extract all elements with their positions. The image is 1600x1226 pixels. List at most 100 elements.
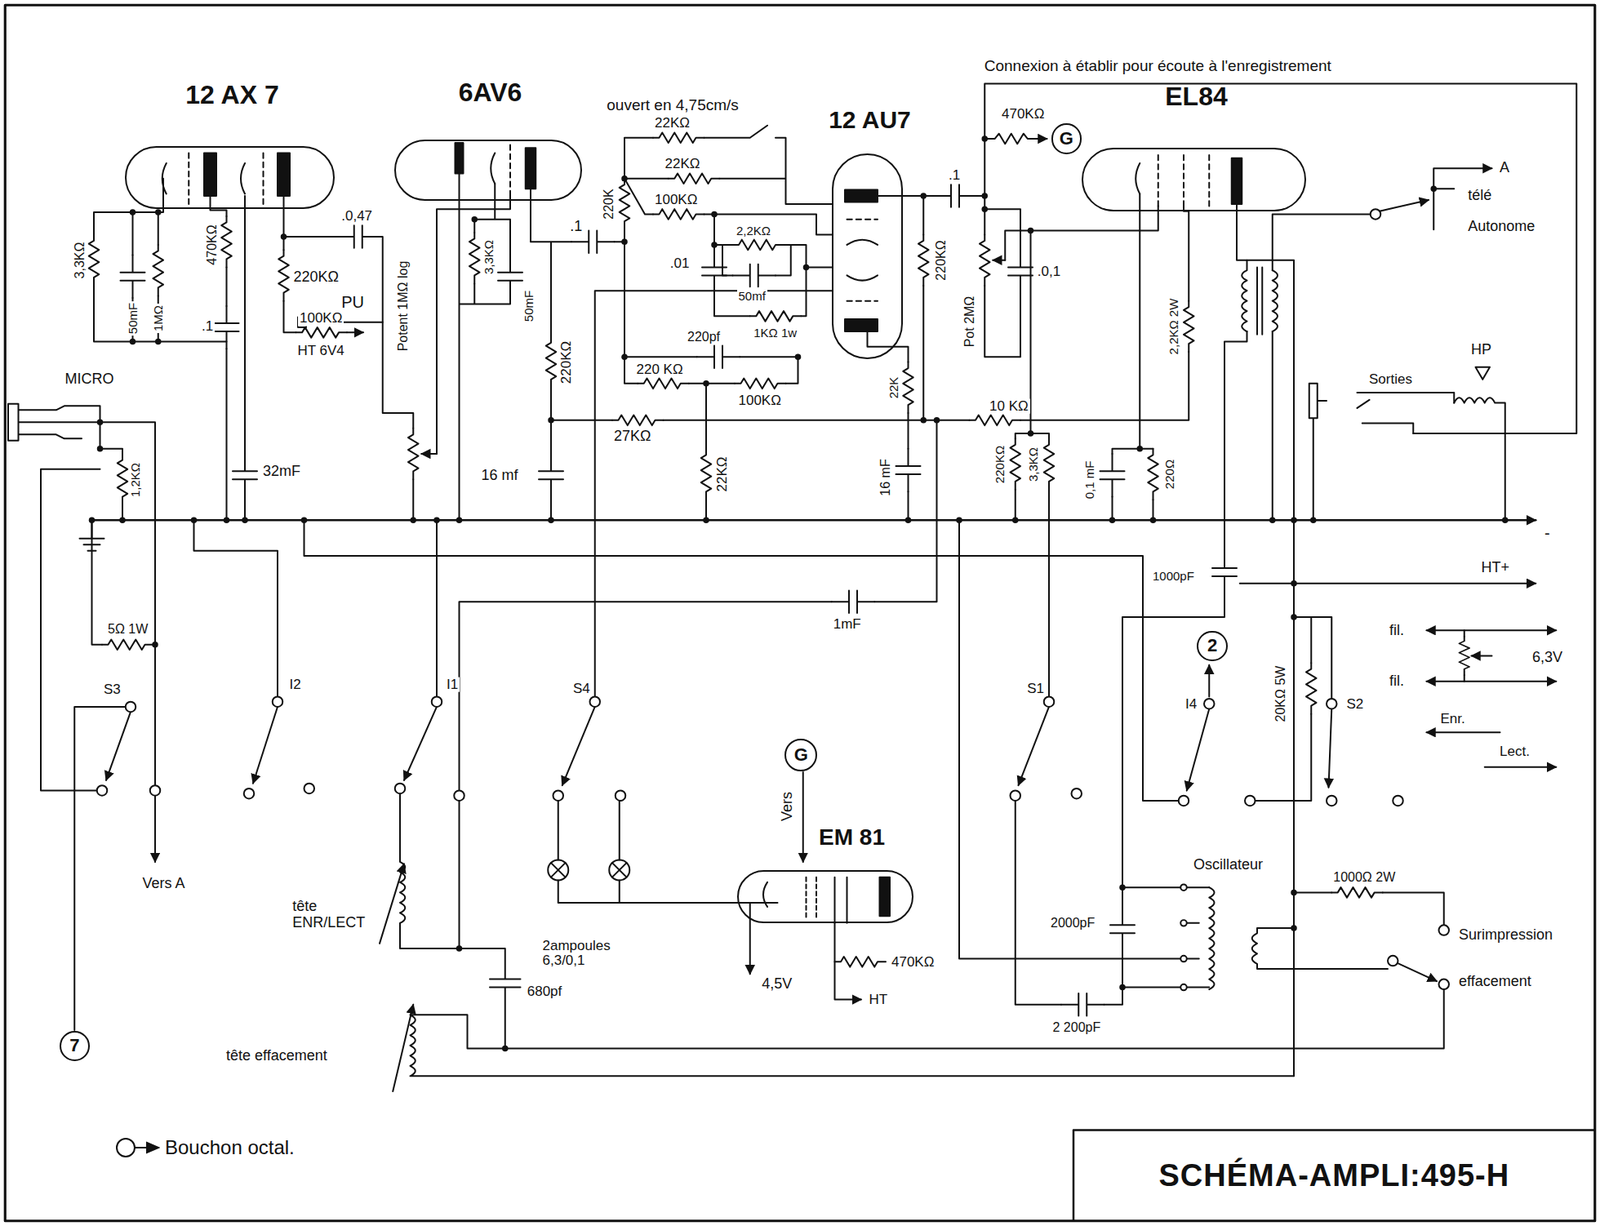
component-label: .0,1 [1035, 263, 1063, 280]
component-label: 20KΩ 5W [1273, 664, 1289, 725]
octal-plug-circle: 7 [59, 1031, 91, 1063]
schematic-circle [410, 517, 418, 524]
component-label: 2,2KΩ [734, 223, 773, 238]
component-label: .1 [946, 168, 962, 184]
schematic-circle [1290, 517, 1298, 524]
title-text: SCHÉMA-AMPLI:495-H [1076, 1133, 1592, 1218]
legend-text: Bouchon octal. [164, 1136, 295, 1160]
component-label: télé [1466, 187, 1494, 205]
schematic-path [392, 1004, 414, 1092]
schematic-path [1426, 731, 1501, 734]
component-label: 22K [887, 375, 902, 401]
schematic-path [1186, 708, 1210, 791]
schematic-circle [1310, 517, 1317, 524]
schematic-circle [547, 517, 555, 524]
schematic-circle [431, 696, 443, 707]
schematic-path [562, 706, 596, 786]
schematic-circle [456, 945, 463, 952]
schematic-path [8, 404, 156, 792]
schematic-use [653, 132, 705, 143]
component-label: 220 KΩ [635, 361, 685, 378]
schematic-rect [880, 877, 891, 916]
schematic-path [92, 519, 1537, 521]
schematic-circle [547, 417, 555, 423]
schematic-circle [1027, 430, 1035, 436]
schematic-use [979, 234, 991, 285]
schematic-path [1396, 963, 1437, 982]
component-label: 16 mF [878, 457, 894, 498]
schematic-use [296, 327, 348, 338]
component-label: .1 [568, 218, 584, 236]
schematic-circle [621, 238, 628, 245]
schematic-path [379, 863, 405, 943]
schematic-circle [125, 702, 137, 712]
schematic-circle [1290, 924, 1298, 931]
schematic-circle [456, 517, 463, 524]
tube-envelope-group: EL84 [1081, 81, 1312, 212]
schematic-path [806, 877, 818, 919]
tube-envelope [737, 870, 914, 924]
schematic-path [421, 453, 437, 455]
schematic-circle [502, 1045, 509, 1052]
component-label: 2ampoules 6,3/0,1 [541, 938, 651, 969]
schematic-rect [4, 4, 1596, 1222]
schematic-circle [1387, 955, 1399, 966]
component-label: 220KΩ [993, 444, 1008, 485]
schematic-path [404, 706, 437, 781]
schematic-use [1459, 636, 1471, 676]
schematic-path [400, 793, 521, 1049]
schematic-circle [905, 517, 912, 524]
schematic-rect [525, 147, 537, 189]
component-label: 220KΩ [558, 339, 574, 386]
schematic-circle [129, 208, 137, 215]
schematic-path [410, 989, 1445, 1076]
schematic-path [1471, 654, 1493, 657]
schematic-circle [1290, 613, 1298, 620]
schematic-circle [1290, 889, 1298, 896]
schematic-path [867, 331, 909, 520]
tube-envelope [831, 153, 904, 360]
plug-number: 7 [69, 1036, 80, 1055]
schematic-circle [301, 517, 308, 524]
component-label: I2 [288, 676, 303, 693]
tube-envelope-group: 12 AX 7 [124, 80, 341, 210]
component-label: Vers [779, 789, 796, 823]
schematic-path [1236, 204, 1278, 335]
component-label: MICRO [63, 371, 116, 388]
component-label: fil. [1387, 673, 1406, 690]
schematic-circle [1502, 517, 1509, 524]
schematic-path [1484, 766, 1557, 769]
schematic-path [1018, 706, 1050, 786]
schematic-use [337, 225, 381, 248]
schematic-circle [1119, 984, 1126, 991]
component-label: 1MΩ [151, 303, 166, 334]
schematic-circle [97, 785, 108, 796]
schematic-path [1426, 680, 1557, 683]
schematic-circle [1180, 955, 1187, 962]
component-label: 470KΩ [1000, 106, 1046, 123]
schematic-circle [155, 208, 162, 215]
schematic-use [1212, 551, 1237, 594]
schematic-path [1240, 582, 1537, 585]
component-label: tête effacement [224, 1048, 329, 1065]
component-label: Pot 2MΩ [962, 293, 978, 349]
component-label: .1 [200, 319, 215, 335]
schematic-use [612, 415, 664, 426]
component-label: HT 6V4 [296, 343, 347, 360]
schematic-path [624, 178, 832, 236]
schematic-path [1272, 213, 1371, 520]
schematic-circle [272, 696, 284, 707]
schematic-path [253, 706, 278, 784]
component-label: I4 [1183, 696, 1199, 712]
component-label: 3,3KΩ [72, 240, 88, 280]
schematic-circle [590, 696, 601, 707]
schematic-use [969, 415, 1022, 426]
schematic-path [509, 144, 512, 196]
schematic-path [551, 862, 627, 877]
component-label: fil. [1387, 622, 1406, 640]
schematic-rect [844, 189, 878, 202]
component-label: Oscillateur [1191, 857, 1265, 874]
component-label: tête ENR/LECT [290, 898, 372, 932]
component-label: PU [339, 293, 366, 312]
schematic-path [1073, 1130, 1596, 1222]
